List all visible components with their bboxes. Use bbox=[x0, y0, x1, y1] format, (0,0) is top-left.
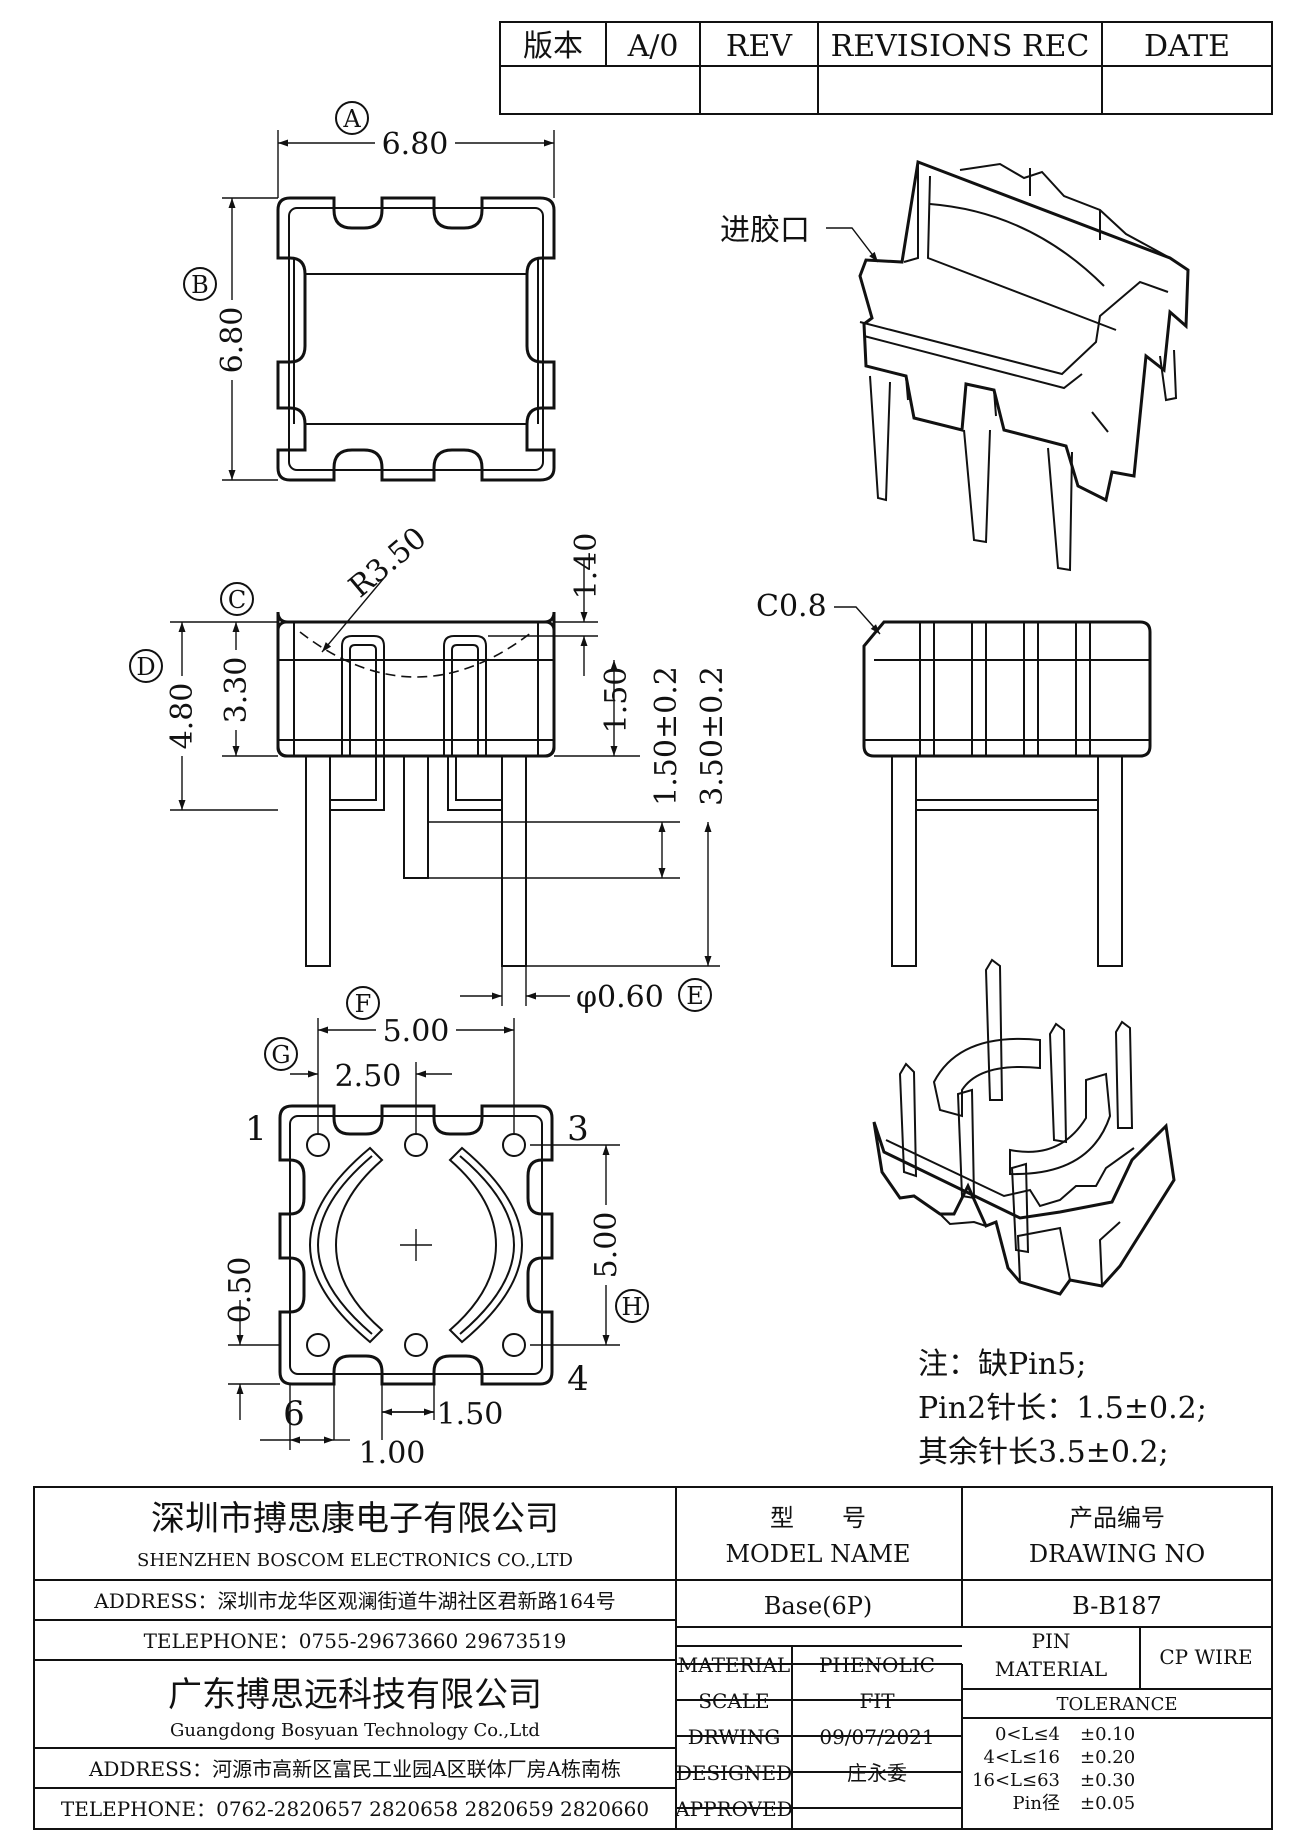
designed-value: 庄永委 bbox=[847, 1761, 907, 1785]
tolerance-label: TOLERANCE bbox=[1056, 1694, 1177, 1715]
tol-value-3: ±0.30 bbox=[1080, 1770, 1135, 1791]
pin-material-label-2: MATERIAL bbox=[995, 1657, 1107, 1681]
rev-label: REV bbox=[726, 29, 793, 64]
version-value: A/0 bbox=[627, 29, 679, 64]
dim-pin2-length: 1.50±0.2 bbox=[649, 666, 684, 806]
pin-label-4: 4 bbox=[567, 1359, 589, 1399]
pin-label-6: 6 bbox=[283, 1394, 305, 1434]
tol-value-1: ±0.10 bbox=[1080, 1724, 1135, 1745]
marker-c: C bbox=[228, 586, 246, 614]
marker-d: D bbox=[136, 653, 155, 681]
marker-g: G bbox=[271, 1041, 290, 1069]
pin-material-value: CP WIRE bbox=[1159, 1645, 1252, 1669]
isometric-top-view: 进胶口 bbox=[720, 159, 1190, 572]
dim-chamfer: C0.8 bbox=[756, 589, 827, 624]
dim-top-width: 6.80 bbox=[382, 127, 449, 162]
marker-a: A bbox=[342, 105, 361, 133]
dim-pin-dia: φ0.60 bbox=[576, 980, 664, 1015]
tol-value-2: ±0.20 bbox=[1080, 1747, 1135, 1768]
model-value: Base(6P) bbox=[764, 1592, 873, 1620]
dim-pitch-x: 5.00 bbox=[383, 1014, 450, 1049]
note-line-2: Pin2针长：1.5±0.2; bbox=[918, 1391, 1207, 1426]
title-block: 深圳市搏思康电子有限公司 SHENZHEN BOSCOM ELECTRONICS… bbox=[33, 1486, 1273, 1830]
drawing-by-label: DRWING bbox=[688, 1725, 781, 1749]
notes: 注：缺Pin5; Pin2针长：1.5±0.2; 其余针长3.5±0.2; bbox=[918, 1347, 1207, 1470]
date-label: DATE bbox=[1144, 29, 1230, 64]
drawing-label-cn: 产品编号 bbox=[1069, 1504, 1165, 1532]
designed-label: DESIGNED bbox=[676, 1761, 792, 1785]
dim-slot-depth: 1.40 bbox=[569, 533, 604, 600]
pin-label-3: 3 bbox=[567, 1109, 589, 1149]
dim-pitch-y: 5.00 bbox=[589, 1212, 624, 1279]
gate-callout-label: 进胶口 bbox=[720, 213, 810, 248]
tol-range-3: 16<L≤63 bbox=[972, 1770, 1060, 1791]
model-label-cn: 型 号 bbox=[770, 1504, 866, 1532]
company1-name-en: SHENZHEN BOSCOM ELECTRONICS CO.,LTD bbox=[137, 1550, 573, 1571]
drawing-label-en: DRAWING NO bbox=[1029, 1540, 1205, 1568]
top-view: 6.80 6.80 bbox=[214, 125, 556, 482]
revisions-rec-label: REVISIONS REC bbox=[831, 29, 1090, 64]
dim-mid-height: 1.50 bbox=[599, 667, 634, 734]
tol-range-2: 4<L≤16 bbox=[984, 1747, 1060, 1768]
company2-name-cn: 广东搏思远科技有限公司 bbox=[168, 1675, 542, 1715]
isometric-bottom-view bbox=[872, 958, 1176, 1296]
marker-e: E bbox=[686, 982, 704, 1010]
marker-f: F bbox=[355, 990, 372, 1018]
revision-table: 版本 A/0 REV REVISIONS REC DATE bbox=[499, 21, 1273, 115]
dim-overall-height: 4.80 bbox=[165, 683, 200, 750]
pin-material-label-1: PIN bbox=[1032, 1629, 1071, 1653]
side-view: C0.8 bbox=[756, 589, 1152, 967]
approved-label: APPROVED bbox=[674, 1797, 793, 1821]
tol-range-1: 0<L≤4 bbox=[995, 1724, 1060, 1745]
scale-value: FIT bbox=[859, 1689, 895, 1713]
material-value: PHENOLIC bbox=[819, 1653, 935, 1677]
model-label-en: MODEL NAME bbox=[725, 1540, 910, 1568]
company1-name-cn: 深圳市搏思康电子有限公司 bbox=[151, 1499, 559, 1539]
drawing-number: B-B187 bbox=[1072, 1592, 1162, 1620]
dim-radius: R3.50 bbox=[342, 521, 433, 605]
marker-h: H bbox=[622, 1293, 643, 1321]
scale-label: SCALE bbox=[698, 1689, 769, 1713]
dim-edge-x: 1.50 bbox=[437, 1397, 504, 1432]
company2-telephone: TELEPHONE：0762-2820657 2820658 2820659 2… bbox=[61, 1797, 649, 1821]
version-label: 版本 bbox=[523, 29, 583, 64]
marker-b: B bbox=[191, 271, 209, 299]
tol-value-4: ±0.05 bbox=[1080, 1793, 1135, 1814]
drawing-date: 09/07/2021 bbox=[819, 1725, 934, 1749]
pin-label-1: 1 bbox=[245, 1109, 267, 1149]
note-line-1: 注：缺Pin5; bbox=[918, 1347, 1086, 1382]
dim-pin-to-edge: 1.00 bbox=[359, 1436, 426, 1471]
dim-body-height: 3.30 bbox=[219, 657, 254, 724]
bottom-view: 5.00 2.50 5.00 0.50 1.50 1.00 1 3 4 bbox=[223, 1014, 624, 1471]
dim-edge-y: 0.50 bbox=[223, 1257, 258, 1324]
company2-address: ADDRESS：河源市高新区富民工业园A区联体厂房A栋南栋 bbox=[88, 1757, 621, 1781]
tol-range-4: Pin径 bbox=[1013, 1793, 1060, 1814]
company2-name-en: Guangdong Bosyuan Technology Co.,Ltd bbox=[170, 1720, 540, 1741]
dim-pin-length: 3.50±0.2 bbox=[695, 666, 730, 806]
dim-top-height: 6.80 bbox=[215, 307, 250, 374]
company1-address: ADDRESS：深圳市龙华区观澜街道牛湖社区君新路164号 bbox=[93, 1589, 615, 1613]
dim-half-pitch: 2.50 bbox=[335, 1059, 402, 1094]
note-line-3: 其余针长3.5±0.2; bbox=[918, 1435, 1169, 1470]
material-label: MATERIAL bbox=[678, 1653, 790, 1677]
reference-markers: A B C D E F G H bbox=[129, 101, 712, 1323]
company1-telephone: TELEPHONE：0755-29673660 29673519 bbox=[144, 1629, 567, 1653]
